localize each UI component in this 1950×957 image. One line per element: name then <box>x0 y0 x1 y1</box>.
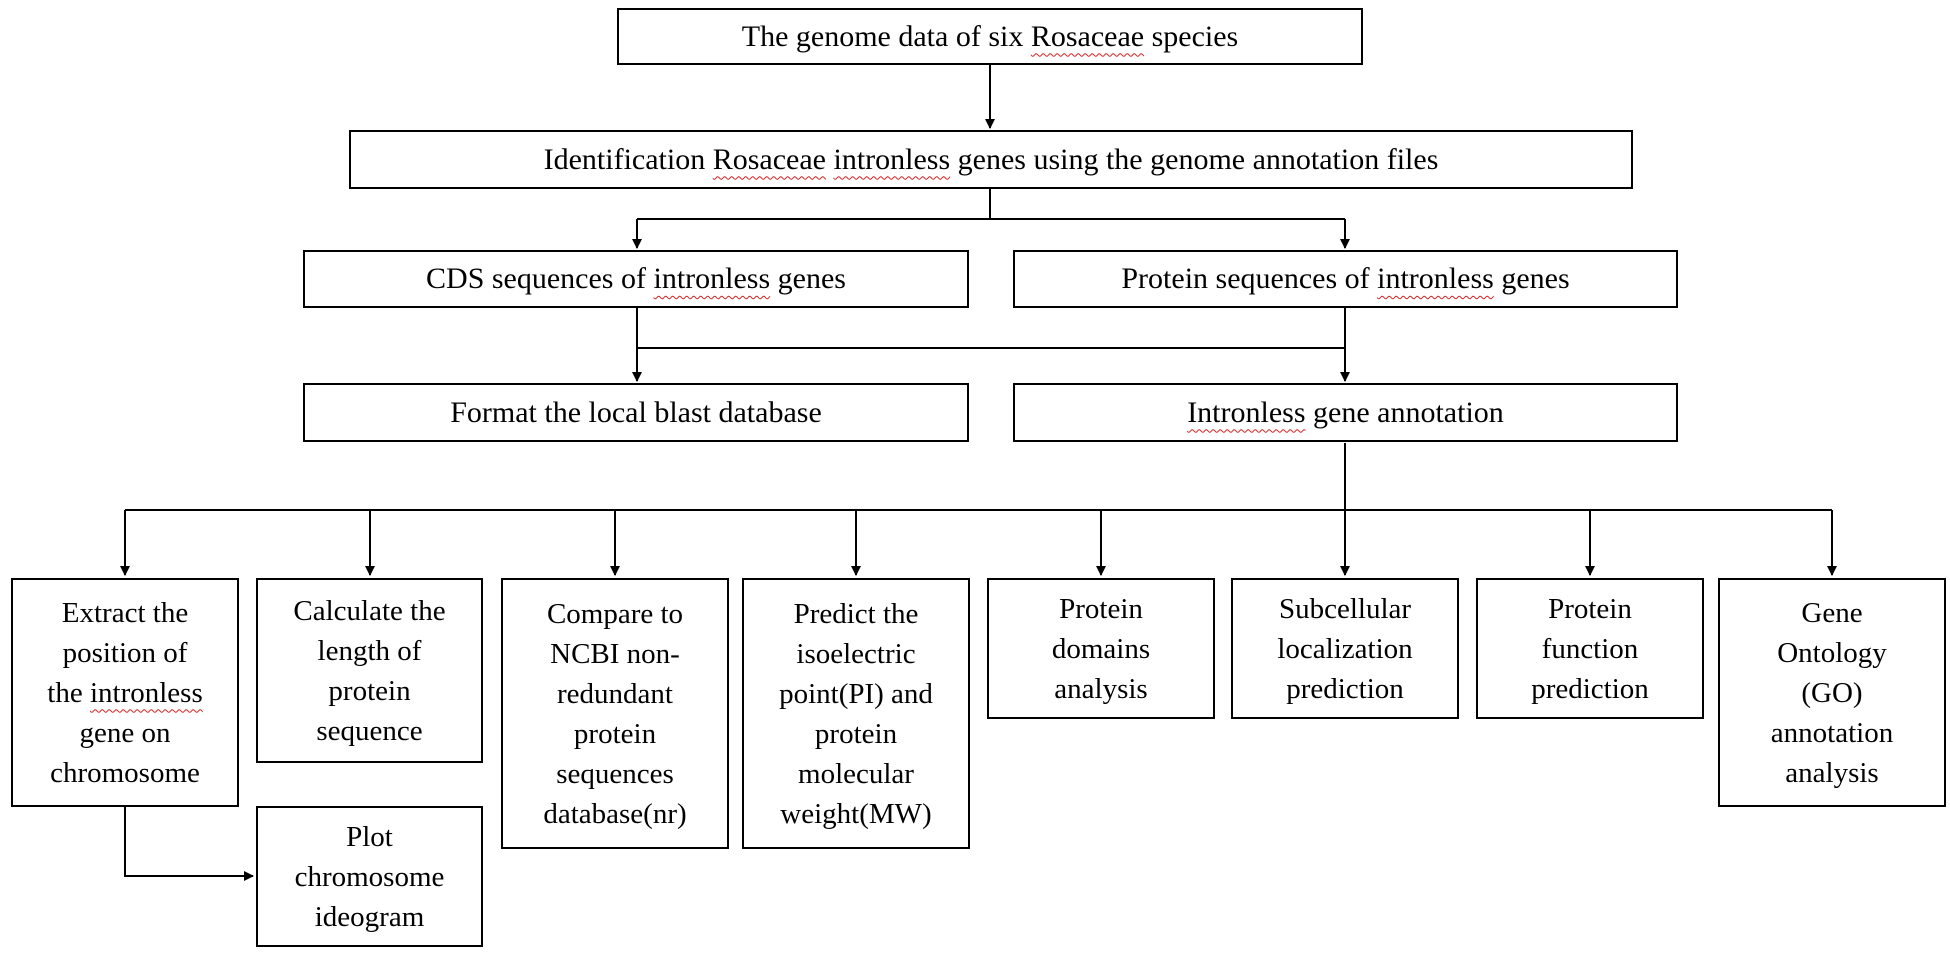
node-go-line-5: analysis <box>1785 756 1879 789</box>
node-subcellular-line-3: prediction <box>1286 672 1404 705</box>
node-blast-database-text: Format the local blast database <box>450 395 822 429</box>
node-predict-line-6: weight(MW) <box>780 797 932 830</box>
node-go-line-1: Gene <box>1801 596 1863 629</box>
node-protein-domains: Protein domains analysis <box>987 578 1215 719</box>
node-extract-line-1: Extract the <box>61 596 189 629</box>
node-length-line-1: Calculate the <box>293 594 446 627</box>
node-compare-line-5: sequences <box>556 757 674 790</box>
node-subcellular-line-1: Subcellular <box>1278 592 1412 625</box>
node-cds-sequences-text: CDS sequences of intronless genes <box>426 262 846 295</box>
node-compare-line-2: NCBI non- <box>550 637 680 670</box>
spellcheck-marked-word: Intronless <box>1187 395 1306 429</box>
node-gene-annotation-text: Intronless gene annotation <box>1187 395 1504 429</box>
node-plot-ideogram: Plot chromosome ideogram <box>256 806 483 947</box>
node-extract-position: Extract the position of the intronless g… <box>11 578 239 807</box>
node-genome-data-text: The genome data of six Rosaceae species <box>741 19 1239 53</box>
node-calculate-length: Calculate the length of protein sequence <box>256 578 483 763</box>
node-domains-line-2: domains <box>1051 632 1151 665</box>
node-compare-line-4: protein <box>573 717 657 750</box>
node-predict-line-1: Predict the <box>793 597 919 630</box>
node-extract-line-2: position of <box>62 636 188 669</box>
node-extract-line-4: gene on <box>79 716 171 749</box>
node-predict-line-4: protein <box>814 717 898 750</box>
node-protein-sequences: Protein sequences of intronless genes <box>1013 250 1678 308</box>
node-go-line-4: annotation <box>1770 716 1894 749</box>
node-compare-line-6: database(nr) <box>543 797 687 830</box>
node-subcellular-localization: Subcellular localization prediction <box>1231 578 1459 719</box>
node-protein-sequences-text: Protein sequences of intronless genes <box>1121 262 1570 295</box>
node-gene-ontology: Gene Ontology (GO) annotation analysis <box>1718 578 1946 807</box>
spellcheck-marked-word: Rosaceae <box>712 142 826 176</box>
spellcheck-marked-word: intronless <box>89 676 203 709</box>
node-function-line-1: Protein <box>1548 592 1632 625</box>
node-extract-line-5: chromosome <box>50 756 200 789</box>
node-cds-sequences: CDS sequences of intronless genes <box>303 250 969 308</box>
node-domains-line-1: Protein <box>1059 592 1143 625</box>
node-identification-text: Identification Rosaceae intronless genes… <box>543 142 1439 176</box>
node-plot-line-1: Plot <box>346 820 393 853</box>
node-function-line-2: function <box>1541 632 1639 665</box>
node-identification: Identification Rosaceae intronless genes… <box>349 130 1633 189</box>
node-compare-line-1: Compare to <box>546 597 684 630</box>
node-length-line-2: length of <box>317 634 422 667</box>
node-plot-line-3: ideogram <box>314 900 425 933</box>
spellcheck-marked-word: Rosaceae <box>1030 19 1145 53</box>
node-go-line-2: Ontology <box>1777 636 1887 669</box>
node-domains-line-3: analysis <box>1054 672 1148 705</box>
node-length-line-4: sequence <box>316 714 423 747</box>
node-function-line-3: prediction <box>1531 672 1649 705</box>
node-length-line-3: protein <box>328 674 411 707</box>
node-compare-line-3: redundant <box>557 677 673 710</box>
node-go-line-3: (GO) <box>1801 676 1863 709</box>
node-gene-annotation: Intronless gene annotation <box>1013 383 1678 442</box>
node-compare-ncbi: Compare to NCBI non- redundant protein s… <box>501 578 729 849</box>
node-predict-line-2: isoelectric <box>796 637 916 670</box>
node-blast-database: Format the local blast database <box>303 383 969 442</box>
node-plot-line-2: chromosome <box>294 860 445 893</box>
node-protein-function: Protein function prediction <box>1476 578 1704 719</box>
spellcheck-marked-word: intronless <box>1377 262 1494 295</box>
node-extract-line-3: the intronless <box>47 676 203 709</box>
node-subcellular-line-2: localization <box>1277 632 1413 665</box>
node-genome-data: The genome data of six Rosaceae species <box>617 8 1363 65</box>
node-predict-line-3: point(PI) and <box>779 677 933 710</box>
node-predict-line-5: molecular <box>798 757 914 790</box>
spellcheck-marked-word: intronless <box>833 142 951 176</box>
spellcheck-marked-word: intronless <box>653 262 771 295</box>
arrow-extract-to-plot <box>124 806 254 881</box>
node-predict-pi-mw: Predict the isoelectric point(PI) and pr… <box>742 578 970 849</box>
